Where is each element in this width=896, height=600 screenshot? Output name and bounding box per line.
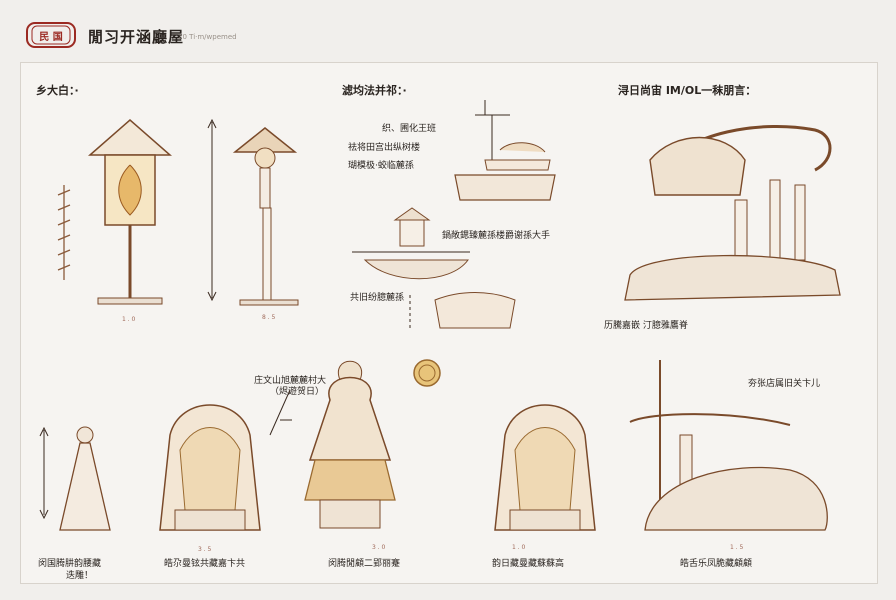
bell-figure [59,426,111,531]
tick-label: 3 . 5 [198,546,212,553]
logo-seal: 民 国 [26,20,76,50]
right-note: 夯张店属旧关卞儿 [748,379,821,389]
ornament-sprig [57,185,71,280]
medallion-icon [413,359,441,387]
logo-text: 民 国 [39,31,62,43]
bottom-figures [39,360,828,531]
center-drawings [352,100,556,330]
tick-label: 1 . 5 [730,544,744,551]
center-note: 共旧纷臆麓孫 [350,293,405,303]
section-label-left: 乡大白：· [36,84,79,97]
caption: 闵国腾肼韵腰藏 [38,559,102,569]
callout-note: （烬遊贺日） [270,387,325,397]
seal-icon: 民 国 [26,22,76,48]
tick-label: 3 . 0 [372,544,386,551]
shrine-basin [352,207,470,280]
caption: 迭雕！ [66,571,94,581]
section-label-right: 浔日尚宙 IM/OL一秣朋言： [618,84,757,97]
fountain-top [454,100,556,201]
tick-label: 1 . 0 [122,316,136,323]
page-subtitle: 20 Ti·m/wpemed [178,33,237,41]
lantern-two [232,127,299,306]
section-label-center: 滤均法并祁：· [342,84,407,97]
center-note: 祛将田宫出纵树楼 [348,143,421,153]
shrine-two [494,404,596,531]
caption: 韵日藏曼藏蘇蘇高 [492,559,565,569]
machine-bottom [629,360,828,531]
caption: 皓舌乐凤脆藏顧顧 [680,559,753,569]
machine-drawing-top [624,124,841,301]
header: 民 国 閒习开涵廳屋 20 Ti·m/wpemed [0,0,896,62]
shrine-one [159,404,261,531]
caption: 闵腾閒顧二郢丽蹇 [328,559,401,569]
tick-label: 8 . 5 [262,314,276,321]
lantern-drawings [57,118,299,306]
basin-lower [409,292,516,330]
right-note: 历騰嘉嵌 汀臆雅鷹脊 [604,321,688,331]
temple-center [304,360,396,529]
center-note: 织、圃化王班 [382,124,437,134]
tick-label: 1 . 0 [512,544,526,551]
page-title: 閒习开涵廳屋 [88,28,185,46]
lantern-one [88,119,172,305]
center-note: 鍋敞鍶臻麓孫楼爵谢孫大手 [442,231,551,241]
center-note: 瑚模极·蛟临麓孫 [348,161,414,171]
caption: 皓尕曼铉共藏嘉卞共 [164,559,246,569]
callout-note: 庄文山旭麓麓村大 [254,376,327,386]
